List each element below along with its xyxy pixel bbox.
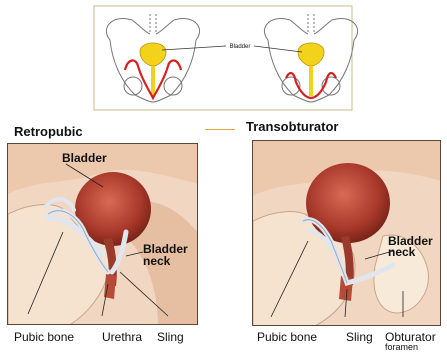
panel-title-transobturator: Transobturator [246, 119, 338, 134]
label-foramen: foramen [385, 343, 418, 352]
right-urethra [309, 66, 313, 96]
label-pubic-bone: Pubic bone [14, 331, 74, 343]
pelvis-overview-diagram: Bladder [0, 0, 447, 112]
transobturator-panel: Bladder neck [252, 140, 441, 326]
label-sling: Sling [346, 331, 373, 343]
label-urethra: Urethra [102, 331, 142, 343]
divider [205, 129, 235, 130]
label-sling: Sling [157, 331, 184, 343]
transobturator-bladder [306, 163, 390, 243]
panel-title-retropubic: Retropubic [14, 124, 83, 139]
label-bladder-neck-line2: neck [388, 246, 415, 258]
left-urethra [151, 66, 155, 96]
retropubic-panel: Bladder Bladder neck [7, 143, 198, 325]
label-pubic-bone: Pubic bone [257, 331, 317, 343]
label-bladder: Bladder [62, 152, 107, 164]
retropubic-illustration [8, 144, 198, 325]
label-bladder-neck-line2: neck [143, 255, 170, 267]
overview-bladder-label: Bladder [230, 44, 251, 50]
